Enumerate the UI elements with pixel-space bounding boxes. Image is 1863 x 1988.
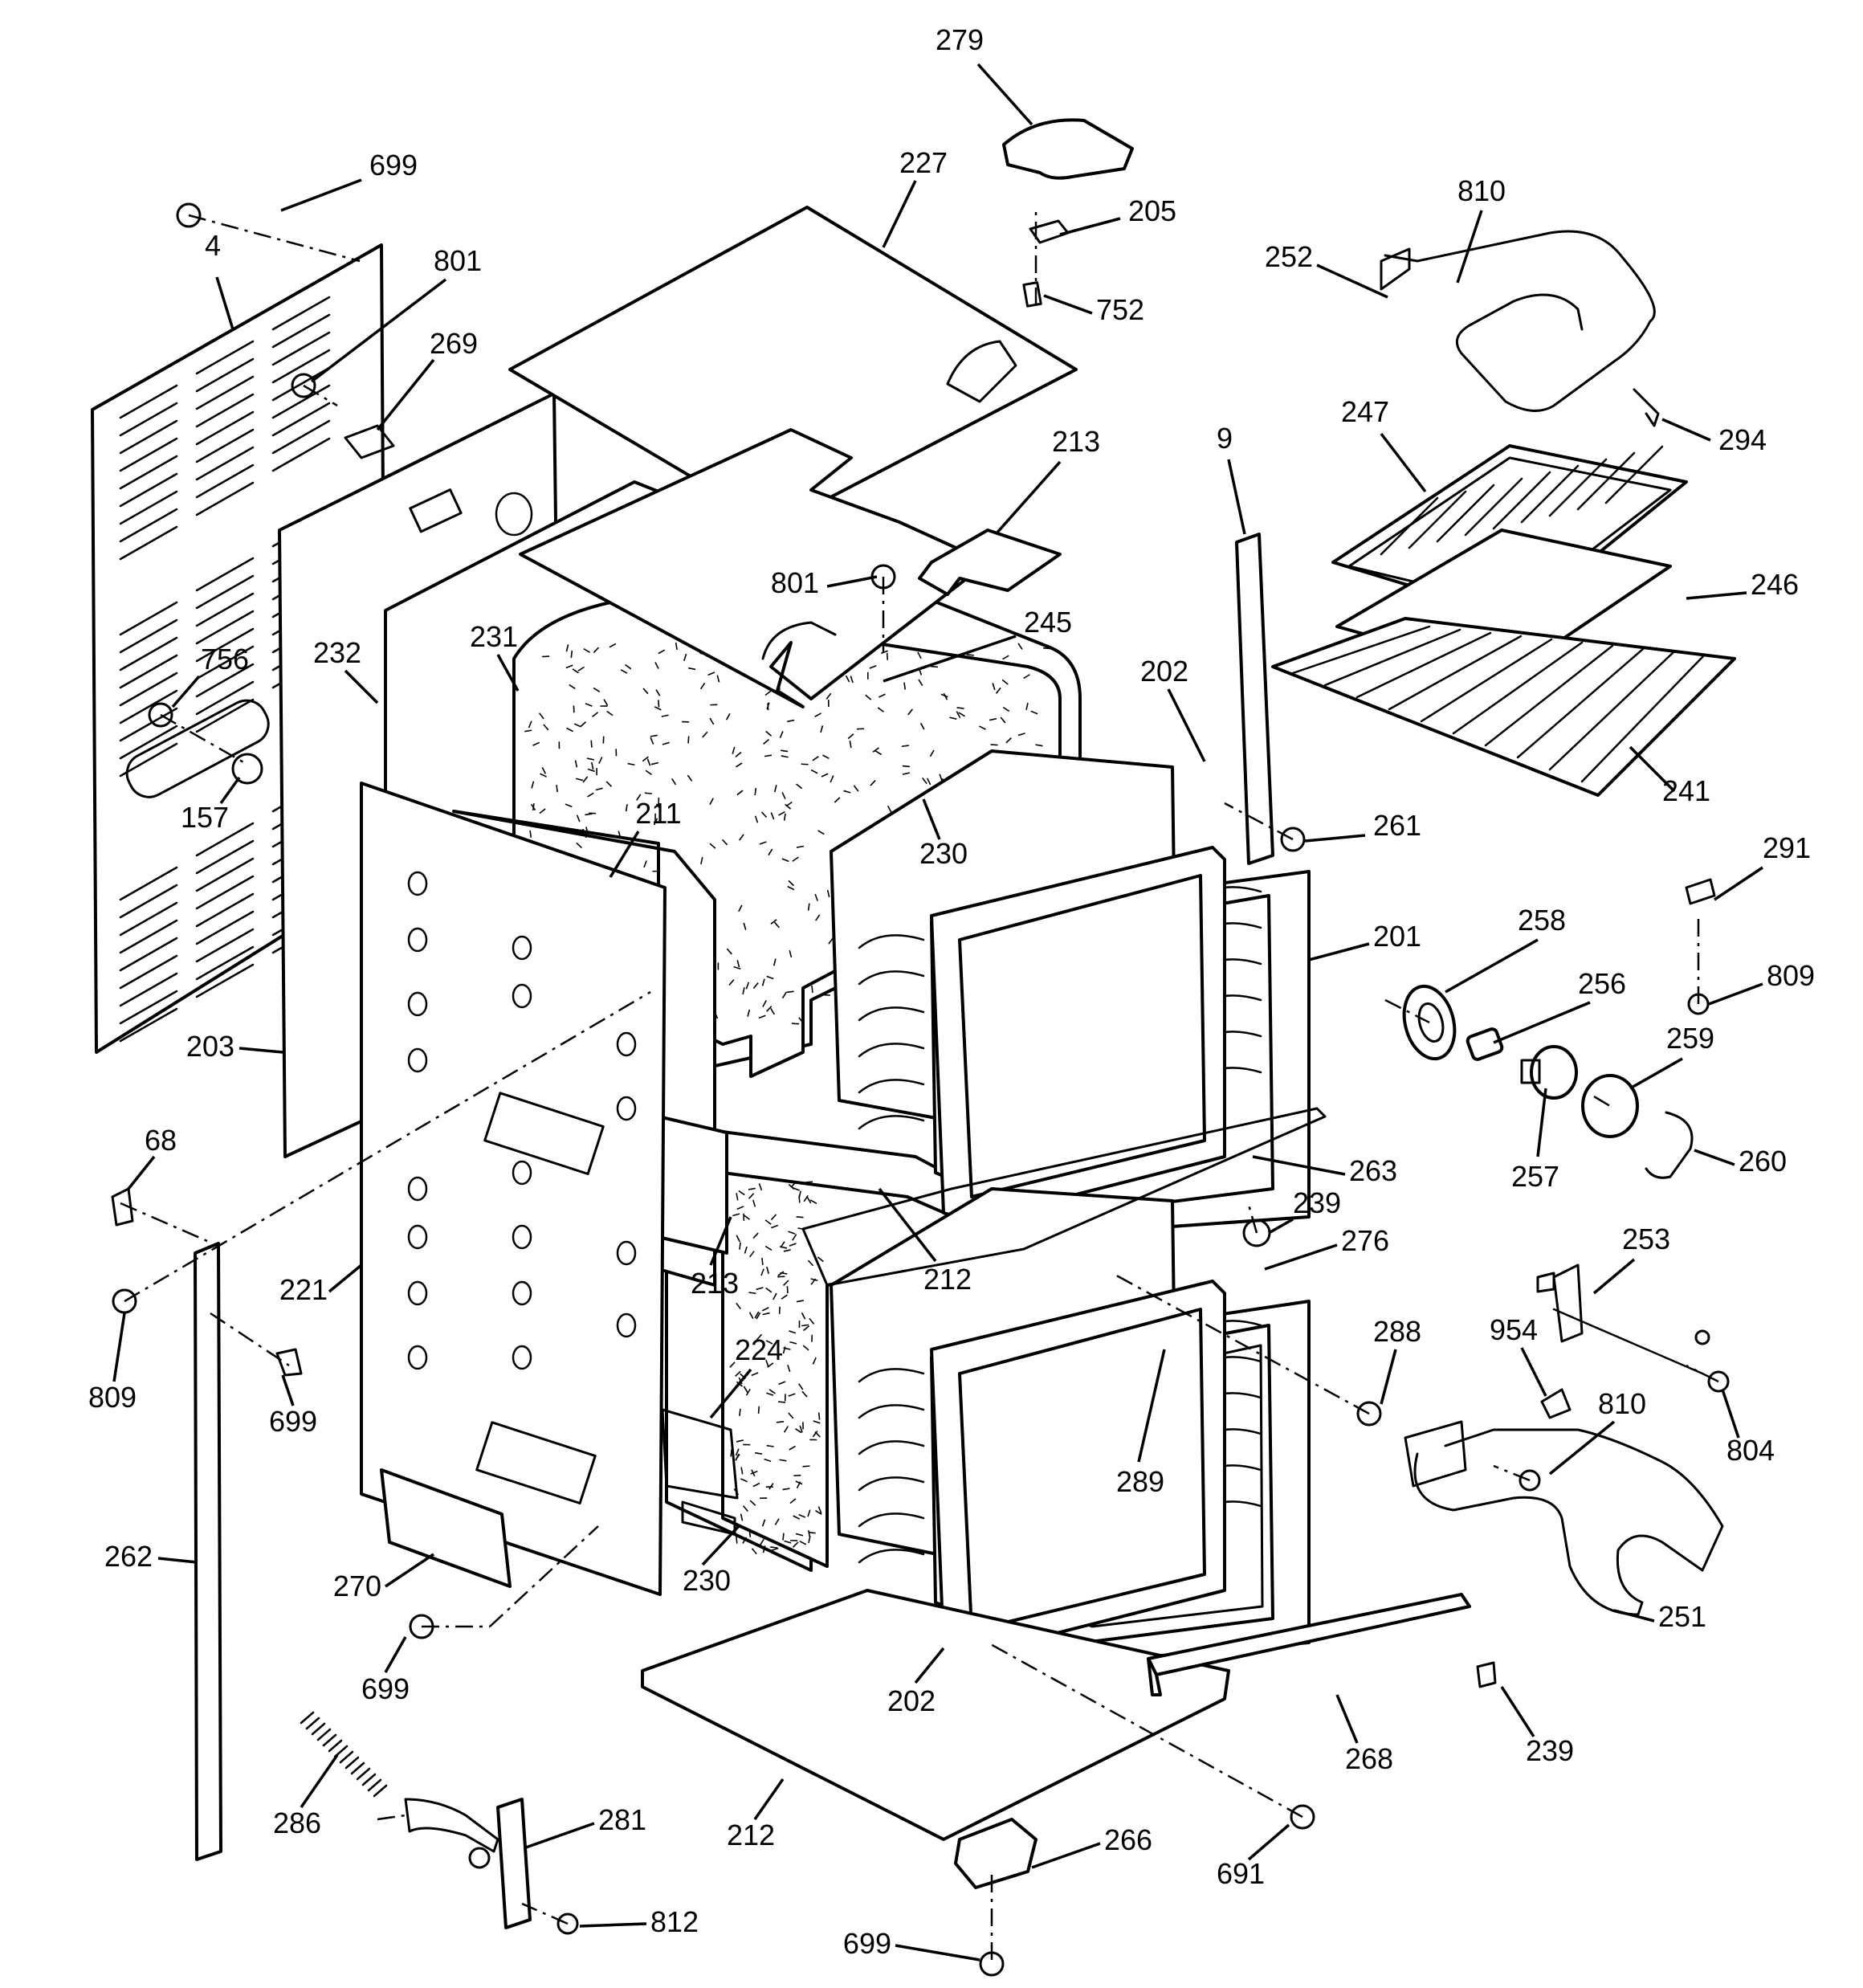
spring-286-part xyxy=(300,1711,388,1798)
callout-label: 246 xyxy=(1751,568,1799,601)
bracket-268-part xyxy=(1147,1593,1471,1696)
callout-label: 202 xyxy=(887,1684,936,1717)
callout-label: 291 xyxy=(1763,831,1811,864)
callout-label: 213 xyxy=(691,1267,739,1300)
assembly-lines xyxy=(120,209,1719,1960)
callout-label: 231 xyxy=(470,620,518,653)
lower-front-frame-part xyxy=(930,1280,1226,1656)
callout-label: 261 xyxy=(1373,809,1421,842)
callout-label: 212 xyxy=(727,1819,775,1851)
callout-label: 809 xyxy=(88,1381,137,1414)
callout-label: 281 xyxy=(598,1803,646,1836)
callout-label: 810 xyxy=(1457,174,1506,207)
callout-label: 699 xyxy=(843,1927,891,1960)
callout-label: 801 xyxy=(771,566,819,599)
callout-label: 263 xyxy=(1349,1154,1397,1187)
callout-label: 9 xyxy=(1217,422,1233,455)
callout-label: 205 xyxy=(1128,194,1176,227)
callout-label: 224 xyxy=(735,1333,783,1366)
callout-label: 268 xyxy=(1345,1742,1393,1775)
callout-label: 258 xyxy=(1518,904,1566,937)
oven-rack-part xyxy=(1271,617,1736,797)
callout-label: 270 xyxy=(333,1570,381,1602)
callout-label: 221 xyxy=(279,1273,328,1306)
callout-label: 286 xyxy=(273,1806,321,1839)
broil-element-part xyxy=(1380,230,1660,427)
callout-label: 252 xyxy=(1265,240,1313,273)
upper-front-frame-part xyxy=(930,846,1226,1223)
callout-label: 288 xyxy=(1373,1315,1421,1348)
callout-label: 810 xyxy=(1598,1387,1646,1420)
callout-label: 699 xyxy=(361,1672,410,1705)
callout-label: 294 xyxy=(1718,423,1767,456)
callout-label: 232 xyxy=(313,636,361,669)
callout-label: 756 xyxy=(201,643,249,676)
hinge-266-part xyxy=(954,1818,1037,1889)
callout-label: 262 xyxy=(104,1540,153,1573)
side-trim-9-part xyxy=(1235,533,1274,865)
callout-label: 4 xyxy=(205,229,221,262)
callout-label: 201 xyxy=(1373,920,1421,953)
callout-label: 699 xyxy=(369,149,418,182)
inner-top-panel-part xyxy=(519,428,989,708)
callout-label: 251 xyxy=(1658,1600,1706,1633)
mid-shelf-part xyxy=(801,1107,1327,1287)
callout-label: 245 xyxy=(1024,606,1072,639)
callout-label: 289 xyxy=(1116,1465,1164,1498)
callout-label: 809 xyxy=(1767,959,1815,992)
callout-label: 269 xyxy=(430,327,478,360)
callout-label: 804 xyxy=(1726,1434,1775,1467)
callout-label: 213 xyxy=(1052,425,1100,458)
side-trim-262-part xyxy=(194,1242,222,1861)
callout-label: 256 xyxy=(1578,967,1626,1000)
control-panel-back-part xyxy=(360,782,667,1596)
callout-label: 266 xyxy=(1104,1823,1152,1856)
bottom-panel-part xyxy=(641,1589,1230,1841)
lamp-assembly-part xyxy=(1402,984,1694,1179)
bake-element-part xyxy=(1404,1263,1724,1616)
door-hinge-281-part xyxy=(404,1798,532,1929)
callout-label: 276 xyxy=(1341,1224,1389,1257)
callout-label: 68 xyxy=(145,1124,177,1157)
callout-label: 812 xyxy=(650,1905,699,1938)
callout-label: 253 xyxy=(1622,1223,1670,1255)
callout-label: 239 xyxy=(1526,1734,1574,1767)
callout-label: 239 xyxy=(1293,1186,1341,1219)
callout-label: 157 xyxy=(181,801,229,834)
vent-cover-part xyxy=(1002,118,1134,308)
bracket-224-part xyxy=(661,1408,739,1536)
callout-label: 202 xyxy=(1140,655,1188,688)
callout-label: 752 xyxy=(1096,293,1144,326)
callout-label: 260 xyxy=(1739,1145,1787,1178)
callout-label: 279 xyxy=(936,23,984,56)
callout-label: 691 xyxy=(1217,1857,1265,1890)
callout-label: 203 xyxy=(186,1030,234,1063)
callout-label: 230 xyxy=(919,837,968,870)
callout-label: 801 xyxy=(434,244,482,277)
callout-label: 699 xyxy=(269,1405,317,1438)
callout-label: 247 xyxy=(1341,395,1389,428)
bracket-213-part xyxy=(918,529,1062,596)
leader-lines xyxy=(112,63,1763,1961)
bottom-baffle-part xyxy=(380,1468,512,1588)
callout-label: 241 xyxy=(1662,774,1710,807)
callout-label: 230 xyxy=(683,1564,731,1597)
top-panel-part xyxy=(508,206,1078,528)
callout-label: 954 xyxy=(1490,1313,1538,1346)
callout-label: 212 xyxy=(923,1263,972,1296)
callout-labels: 279 227 699 810 205 4 801 252 752 269 247 294 9 213 80… xyxy=(88,23,1815,1960)
callout-label: 257 xyxy=(1511,1160,1559,1193)
callout-label: 211 xyxy=(635,797,681,830)
callout-label: 259 xyxy=(1666,1022,1714,1055)
callout-label: 227 xyxy=(899,146,948,179)
